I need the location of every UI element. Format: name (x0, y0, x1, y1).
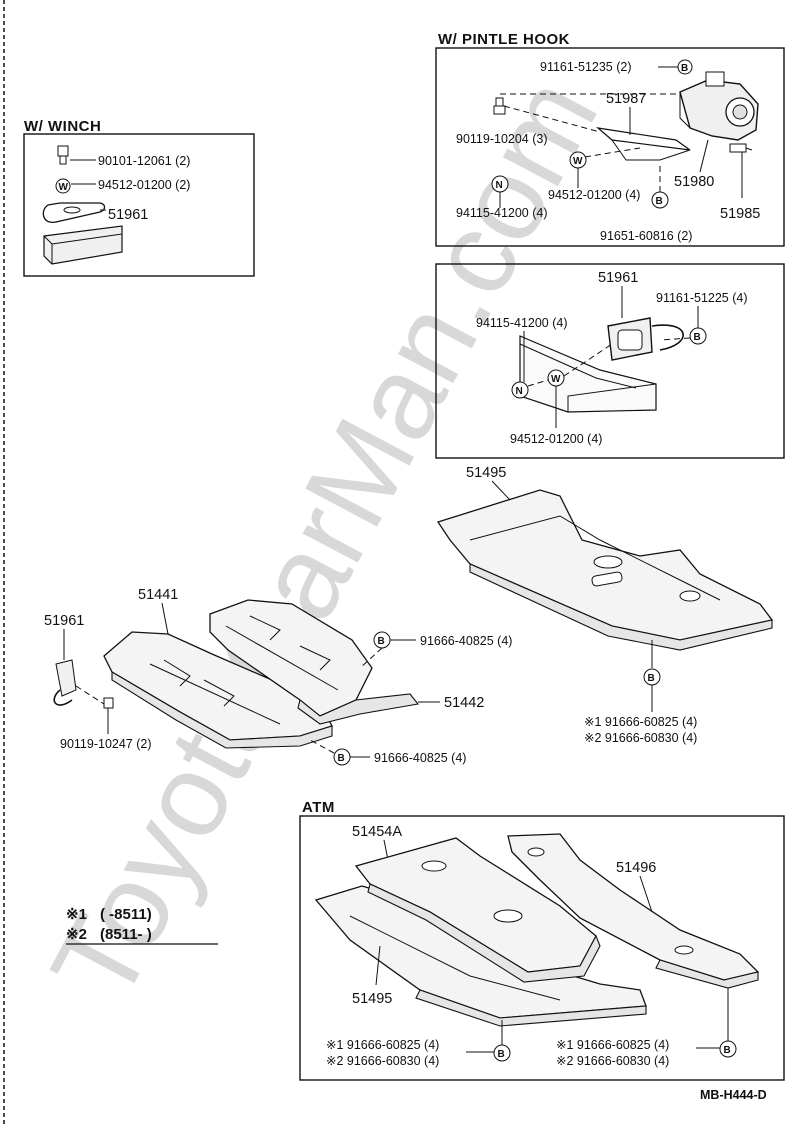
nut-n-icon: N (491, 175, 509, 193)
washer-w-icon: W (547, 369, 565, 387)
label-pintle-bolt-top: 91161-51235 (2) (540, 60, 632, 74)
section-title-pintle: W/ PINTLE HOOK (438, 31, 570, 48)
label-cover-front-hook: 51961 (44, 613, 84, 629)
note-2-mark: ※2 (66, 926, 87, 943)
rear-under-cover (436, 489, 774, 651)
bolt-b-icon: B (677, 59, 693, 75)
hook-bolt-icon (103, 697, 114, 709)
label-cover-side: 51442 (444, 695, 484, 711)
label-winch-washer: 94512-01200 (2) (98, 178, 190, 192)
svg-text:B: B (378, 636, 385, 647)
svg-text:W: W (551, 374, 561, 385)
label-atm-bolt-l1: ※1 91666-60825 (4) (326, 1038, 439, 1052)
pintle-pin-icon (729, 143, 753, 153)
label-rear-bolt-1: ※1 91666-60825 (4) (584, 715, 697, 729)
bolt-b-icon: B (689, 327, 707, 345)
svg-text:B: B (694, 332, 701, 343)
svg-text:B: B (338, 753, 345, 764)
label-pintle-bolt-left: 90119-10204 (3) (456, 132, 548, 146)
bolt-b-icon: B (719, 1040, 737, 1058)
notes: ※1 ( -8511) ※2 (8511- ) (66, 906, 218, 945)
note-1-text: ( -8511) (100, 906, 152, 923)
label-tow-nut: 94115-41200 (4) (476, 316, 568, 330)
label-pintle-bracket: 51987 (606, 91, 646, 107)
label-atm-bolt-r1: ※1 91666-60825 (4) (556, 1038, 669, 1052)
label-pintle-hook: 51980 (674, 174, 714, 190)
atm-section: ATM 51454A 51496 51495 ※1 91666 (299, 799, 785, 1081)
note-1-mark: ※1 (66, 906, 87, 923)
bolt-b-icon: B (373, 631, 391, 649)
nut-n-icon: N (511, 381, 529, 399)
bolt-b-icon: B (333, 748, 351, 766)
svg-text:B: B (648, 673, 655, 684)
label-hook-bolt: 90119-10247 (2) (60, 737, 152, 751)
front-hook-icon (53, 659, 77, 706)
winch-bumper-icon (43, 225, 123, 265)
label-atm-bolt-l2: ※2 91666-60830 (4) (326, 1054, 439, 1068)
label-cover-front-bolt-2: 91666-40825 (4) (374, 751, 466, 765)
tow-hook-box (435, 263, 785, 459)
svg-text:B: B (498, 1049, 505, 1060)
washer-w-icon: W (55, 178, 71, 194)
front-under-cover (103, 631, 333, 749)
frame-rail-icon (519, 335, 657, 413)
section-title-atm: ATM (302, 799, 335, 816)
label-tow-washer: 94512-01200 (4) (510, 432, 602, 446)
pintle-hook-icon (679, 71, 759, 141)
svg-text:N: N (516, 386, 523, 397)
tow-hook-icon (607, 317, 684, 361)
label-cover-rear: 51495 (466, 465, 506, 481)
label-winch-hook: 51961 (108, 207, 148, 223)
pintle-box (435, 47, 785, 247)
section-title-winch: W/ WINCH (24, 118, 101, 135)
front-cover-group: 51441 51961 90119-10247 (2) (44, 587, 512, 766)
label-atm-bolt-r2: ※2 91666-60830 (4) (556, 1054, 669, 1068)
label-pintle-pin: 51985 (720, 206, 760, 222)
label-pintle-washer: 94512-01200 (4) (548, 188, 640, 202)
svg-text:B: B (681, 63, 688, 74)
label-tow-hook: 51961 (598, 270, 638, 286)
atm-box (299, 815, 785, 1081)
svg-text:B: B (656, 196, 663, 207)
label-tow-bolt: 91161-51225 (4) (656, 291, 748, 305)
bolt-b-icon: B (651, 191, 669, 209)
label-cover-front: 51441 (138, 587, 178, 603)
note-2-text: (8511- ) (100, 926, 152, 943)
label-cover-front-bolt: 91666-40825 (4) (420, 634, 512, 648)
bolt-b-icon: B (493, 1044, 511, 1062)
pintle-small-bolt-icon (493, 97, 506, 115)
svg-text:B: B (724, 1045, 731, 1056)
winch-section: W/ WINCH 90101-12061 (2) W 94512-01200 (… (23, 118, 255, 277)
bolt-b-icon: B (643, 668, 661, 686)
label-pintle-nut: 94115-41200 (4) (456, 206, 548, 220)
rear-cover-group: 51495 B ※1 91666-60825 (4) ※2 91666-6083… (436, 465, 774, 745)
svg-text:W: W (59, 182, 69, 193)
label-atm-cover-side: 51496 (616, 860, 656, 876)
diagram-code: MB-H444-D (700, 1088, 767, 1102)
label-pintle-bolt-bottom: 91651-60816 (2) (600, 229, 692, 243)
label-winch-bolt: 90101-12061 (2) (98, 154, 190, 168)
washer-w-icon: W (569, 151, 587, 169)
winch-hook-icon (42, 202, 106, 223)
pintle-section: W/ PINTLE HOOK 91161-51235 (2) B 51987 (435, 31, 785, 247)
pintle-bracket-icon (596, 127, 691, 161)
svg-text:W: W (573, 156, 583, 167)
svg-text:N: N (496, 180, 503, 191)
label-atm-cover-a: 51454A (352, 824, 402, 840)
atm-center-cover (354, 837, 601, 983)
side-under-cover (209, 599, 420, 725)
label-atm-cover-rear: 51495 (352, 991, 392, 1007)
winch-box (23, 133, 255, 277)
label-rear-bolt-2: ※2 91666-60830 (4) (584, 731, 697, 745)
tow-hook-section: 51961 91161-51225 (4) B 94115-41200 (4) … (435, 263, 785, 459)
winch-bolt-icon (57, 145, 69, 165)
